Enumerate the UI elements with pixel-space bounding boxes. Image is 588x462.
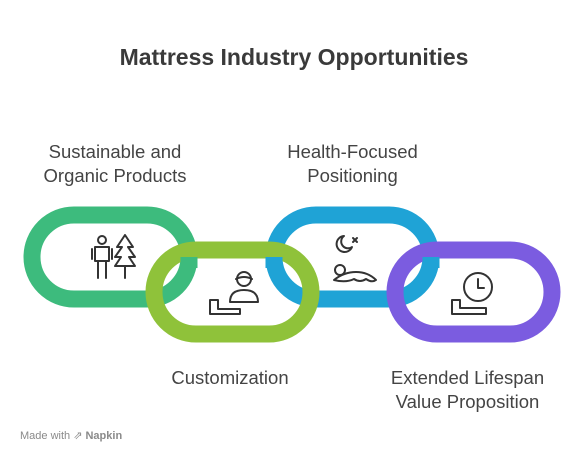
- footer-brand: Napkin: [85, 430, 123, 442]
- hiker-tree-icon: [91, 234, 136, 279]
- footer-attribution[interactable]: Made with ⇗ Napkin: [20, 429, 122, 442]
- chain-link-customization: [145, 241, 320, 343]
- diagram-title: Mattress Industry Opportunities: [119, 44, 469, 70]
- bed-clock-icon: [451, 272, 493, 315]
- footer-prefix: Made with: [20, 430, 71, 442]
- person-bed-icon: [209, 271, 259, 315]
- napkin-logo-icon: ⇗: [73, 430, 83, 442]
- sleep-moon-icon: [333, 235, 377, 283]
- chain-link-extended: [386, 241, 561, 343]
- label-customization: Customization: [171, 367, 289, 388]
